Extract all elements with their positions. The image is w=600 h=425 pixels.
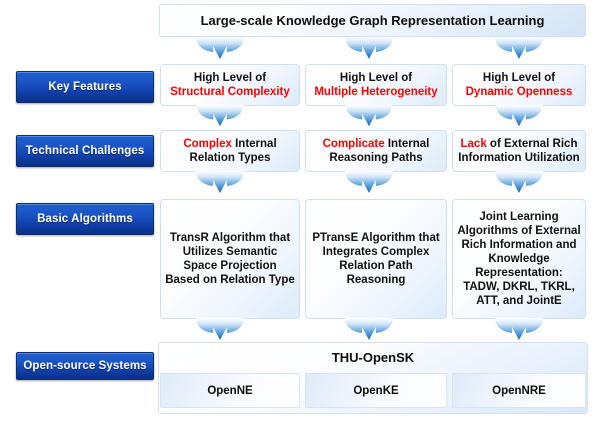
arrow-challenge-to-algorithm-3 — [495, 171, 543, 201]
arrow-challenge-to-algorithm-1 — [196, 171, 244, 201]
arrow-title-to-feature-1 — [196, 37, 244, 67]
row-label-technical-challenges[interactable]: Technical Challenges — [16, 135, 154, 167]
arrow-algorithm-to-system-3 — [495, 318, 543, 348]
row-label-basic-algorithms[interactable]: Basic Algorithms — [16, 203, 154, 235]
row-label-key-features[interactable]: Key Features — [16, 71, 154, 103]
open-source-suite-title: THU-OpenSK — [159, 343, 587, 371]
row-label-key-features-text: Key Features — [48, 81, 122, 93]
basic-algorithm-2-text: PTransE Algorithm that Integrates Comple… — [312, 232, 440, 286]
technical-challenge-box-1[interactable]: Complex Internal Relation Types — [160, 130, 300, 172]
key-feature-3-line1: High Level of — [482, 72, 556, 84]
arrow-feature-to-challenge-1 — [196, 105, 244, 134]
row-label-technical-challenges-text: Technical Challenges — [25, 145, 145, 157]
technical-challenge-box-2[interactable]: Complicate Internal Reasoning Paths — [305, 130, 447, 172]
system-opennre-label: OpenNRE — [492, 384, 546, 397]
key-feature-2-highlight: Multiple Heterogeneity — [314, 86, 438, 98]
key-feature-1-line1: High Level of — [193, 72, 267, 84]
technical-challenge-2-rest: Internal Reasoning Paths — [329, 138, 430, 164]
row-label-open-source-systems[interactable]: Open-source Systems — [16, 352, 154, 380]
key-feature-box-2[interactable]: High Level of Multiple Heterogeneity — [305, 64, 447, 106]
key-feature-1-highlight: Structural Complexity — [170, 86, 290, 98]
key-feature-2-line1: High Level of — [339, 72, 413, 84]
arrow-algorithm-to-system-1 — [196, 318, 244, 348]
open-source-suite-title-text: THU-OpenSK — [331, 349, 415, 365]
diagram-title: Large-scale Knowledge Graph Representati… — [159, 4, 586, 37]
basic-algorithm-box-3[interactable]: Joint Learning Algorithms of External Ri… — [452, 199, 586, 319]
arrow-feature-to-challenge-2 — [345, 105, 393, 134]
key-feature-box-1[interactable]: High Level of Structural Complexity — [160, 64, 300, 106]
system-box-opennre[interactable]: OpenNRE — [452, 373, 586, 408]
technical-challenge-box-3[interactable]: Lack of External Rich Information Utiliz… — [452, 130, 586, 172]
system-box-openke[interactable]: OpenKE — [305, 373, 447, 408]
arrow-title-to-feature-2 — [345, 37, 393, 67]
basic-algorithm-box-2[interactable]: PTransE Algorithm that Integrates Comple… — [305, 199, 447, 319]
arrow-title-to-feature-3 — [495, 37, 543, 67]
system-openke-label: OpenKE — [353, 384, 399, 397]
technical-challenge-1-rest: Internal Relation Types — [189, 138, 277, 164]
row-label-basic-algorithms-text: Basic Algorithms — [37, 213, 133, 225]
basic-algorithm-1-text: TransR Algorithm that Utilizes Semantic … — [165, 232, 295, 286]
technical-challenge-3-highlight: Lack — [460, 138, 487, 150]
arrow-algorithm-to-system-2 — [345, 318, 393, 348]
basic-algorithm-3-text: Joint Learning Algorithms of External Ri… — [457, 211, 581, 307]
key-feature-box-3[interactable]: High Level of Dynamic Openness — [452, 64, 586, 106]
system-box-openne[interactable]: OpenNE — [160, 373, 300, 408]
system-openne-label: OpenNE — [207, 384, 253, 397]
technical-challenge-3-rest: of External Rich Information Utilization — [458, 138, 580, 164]
key-feature-3-highlight: Dynamic Openness — [465, 86, 573, 98]
technical-challenge-1-highlight: Complex — [183, 138, 232, 150]
basic-algorithm-box-1[interactable]: TransR Algorithm that Utilizes Semantic … — [160, 199, 300, 319]
diagram-title-text: Large-scale Knowledge Graph Representati… — [200, 13, 545, 28]
arrow-feature-to-challenge-3 — [495, 105, 543, 134]
row-label-open-source-systems-text: Open-source Systems — [23, 360, 147, 372]
technical-challenge-2-highlight: Complicate — [322, 138, 385, 150]
arrow-challenge-to-algorithm-2 — [345, 171, 393, 201]
